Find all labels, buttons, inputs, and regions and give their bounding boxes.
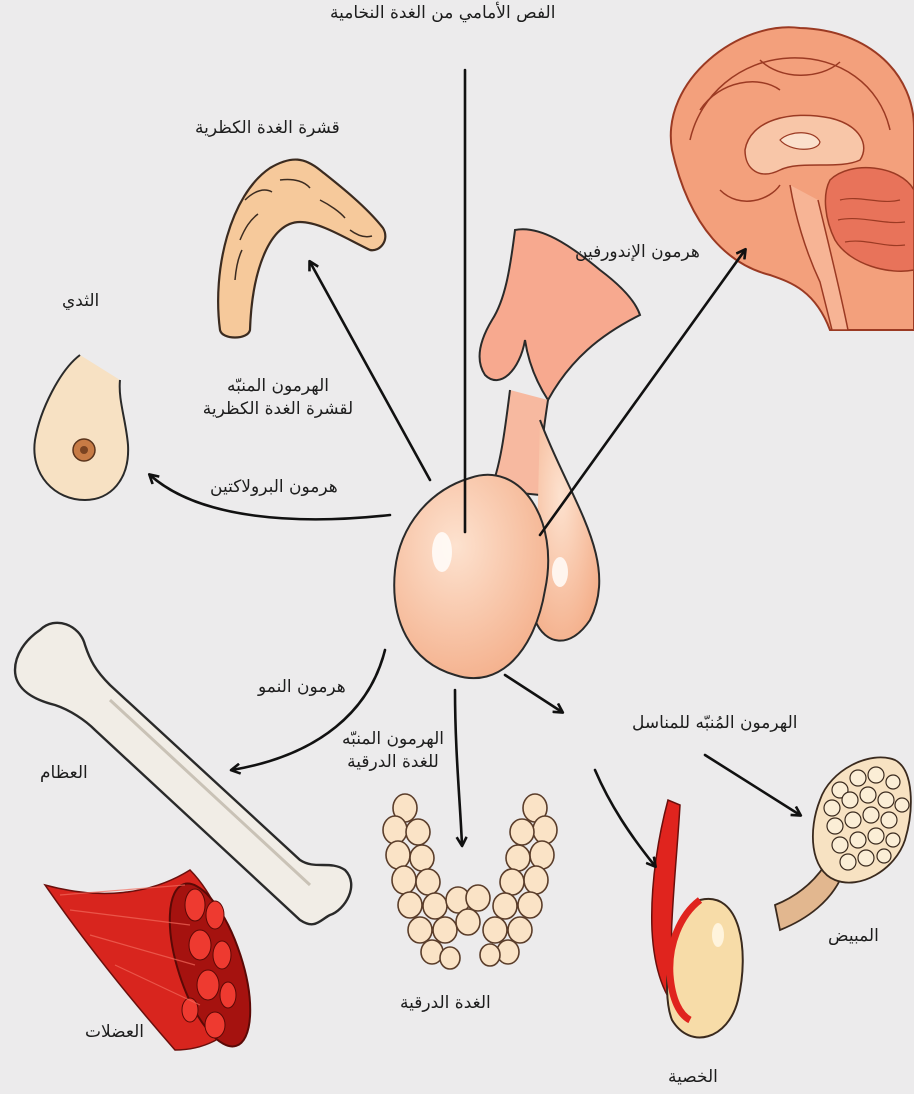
label-ovary: المبيض <box>828 925 879 948</box>
label-anterior-pituitary: الفص الأمامي من الغدة النخامية <box>330 2 555 25</box>
label-growth-hormone: هرمون النمو <box>258 676 346 699</box>
label-tsh-line2: للغدة الدرقية <box>318 751 468 774</box>
label-adrenal-cortex: قشرة الغدة الكظرية <box>195 117 340 140</box>
label-endorphin: هرمون الإندورفين <box>575 241 700 264</box>
ovary-arrow <box>705 755 800 815</box>
label-acth: الهرمون المنبّه لقشرة الغدة الكظرية <box>178 375 378 421</box>
testis-arrow <box>595 770 655 866</box>
ovary-illustration <box>775 757 911 930</box>
acth-arrow <box>310 262 430 480</box>
adrenal-cortex-illustration <box>218 160 385 338</box>
label-prolactin: هرمون البرولاكتين <box>210 476 338 499</box>
label-acth-line1: الهرمون المنبّه <box>178 375 378 398</box>
label-testis: الخصية <box>668 1066 718 1089</box>
brain-illustration <box>671 27 914 330</box>
testis-illustration <box>652 800 743 1037</box>
muscle-illustration <box>45 870 267 1056</box>
label-acth-line2: لقشرة الغدة الكظرية <box>178 398 378 421</box>
label-bones: العظام <box>40 762 88 785</box>
label-thyroid: الغدة الدرقية <box>400 992 491 1015</box>
label-muscles: العضلات <box>85 1021 144 1044</box>
label-tsh: الهرمون المنبّه للغدة الدرقية <box>318 728 468 774</box>
label-tsh-line1: الهرمون المنبّه <box>318 728 468 751</box>
pituitary-illustration <box>394 229 640 678</box>
thyroid-illustration <box>383 794 557 969</box>
breast-illustration <box>34 355 128 500</box>
gonadotropin-upper-arrow <box>505 675 562 712</box>
label-gonadotropin: الهرمون المُنبّه للمناسل <box>632 712 797 735</box>
label-breast: الثدي <box>62 290 99 313</box>
